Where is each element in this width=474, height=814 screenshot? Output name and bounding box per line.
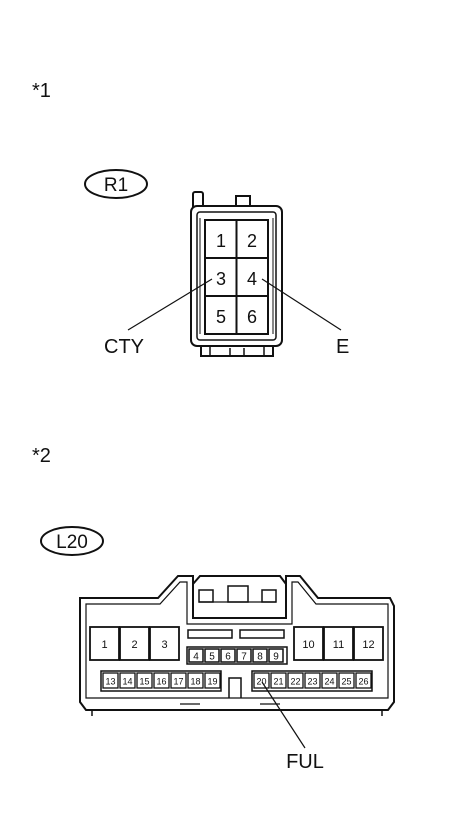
- pin-25-label: 25: [341, 677, 351, 687]
- pin-2-label: 2: [131, 639, 137, 651]
- pin-5-label: 5: [209, 652, 215, 663]
- pin-12-label: 12: [362, 639, 374, 651]
- pin-1-label: 1: [216, 231, 226, 251]
- callout-cty: CTY: [104, 336, 144, 358]
- pin-1-label: 1: [101, 639, 107, 651]
- pin-20-label: 20: [256, 677, 266, 687]
- connector-id-badge: L20: [40, 526, 104, 556]
- pin-18-label: 18: [190, 677, 200, 687]
- pin-11-label: 11: [333, 639, 344, 651]
- connector-r1-diagram: R1 1 2 3 4 5 6 CTY E: [84, 169, 349, 358]
- pin-9-label: 9: [273, 652, 279, 663]
- connector-l20-diagram: L20 1 2 3 10 11: [40, 526, 395, 773]
- pin-13-label: 13: [105, 677, 115, 687]
- pin-15-label: 15: [139, 677, 149, 687]
- pin-14-label: 14: [122, 677, 132, 687]
- pin-17-label: 17: [173, 677, 183, 687]
- large-pins-right: 10 11 12: [293, 626, 384, 661]
- connector-id-label: R1: [104, 175, 128, 196]
- large-pins-left: 1 2 3: [89, 626, 180, 661]
- pin-23-label: 23: [307, 677, 317, 687]
- small-pins-right: 20 21 22 23 24 25 26: [251, 670, 373, 692]
- callout-e: E: [336, 336, 349, 358]
- pin-4-label: 4: [247, 269, 257, 289]
- pin-6-label: 6: [247, 307, 257, 327]
- pin-6-label: 6: [225, 652, 231, 663]
- connector-id-badge: R1: [84, 169, 148, 199]
- callout-leaders: [127, 278, 342, 331]
- section-marker-2: *2: [32, 445, 51, 467]
- pin-3-label: 3: [161, 639, 167, 651]
- pin-5-label: 5: [216, 307, 226, 327]
- pin-26-label: 26: [358, 677, 368, 687]
- pin-3-label: 3: [216, 269, 226, 289]
- blank-slots: [187, 629, 285, 639]
- pin-22-label: 22: [290, 677, 300, 687]
- callout-ful: FUL: [286, 751, 324, 773]
- pin-19-label: 19: [207, 677, 217, 687]
- pin-10-label: 10: [302, 639, 314, 651]
- pin-8-label: 8: [257, 652, 263, 663]
- pin-grid: 1 2 3 4 5 6: [204, 219, 269, 335]
- pin-24-label: 24: [324, 677, 334, 687]
- pin-2-label: 2: [247, 231, 257, 251]
- pin-21-label: 21: [273, 677, 283, 687]
- section-marker-1: *1: [32, 80, 51, 102]
- small-pins-left: 13 14 15 16 17 18 19: [100, 670, 222, 692]
- mid-pins: 4 5 6 7 8 9: [186, 646, 288, 665]
- callout-leader: [261, 681, 306, 749]
- pin-4-label: 4: [193, 652, 199, 663]
- pin-7-label: 7: [241, 652, 247, 663]
- pin-16-label: 16: [156, 677, 166, 687]
- connector-id-label: L20: [56, 532, 88, 553]
